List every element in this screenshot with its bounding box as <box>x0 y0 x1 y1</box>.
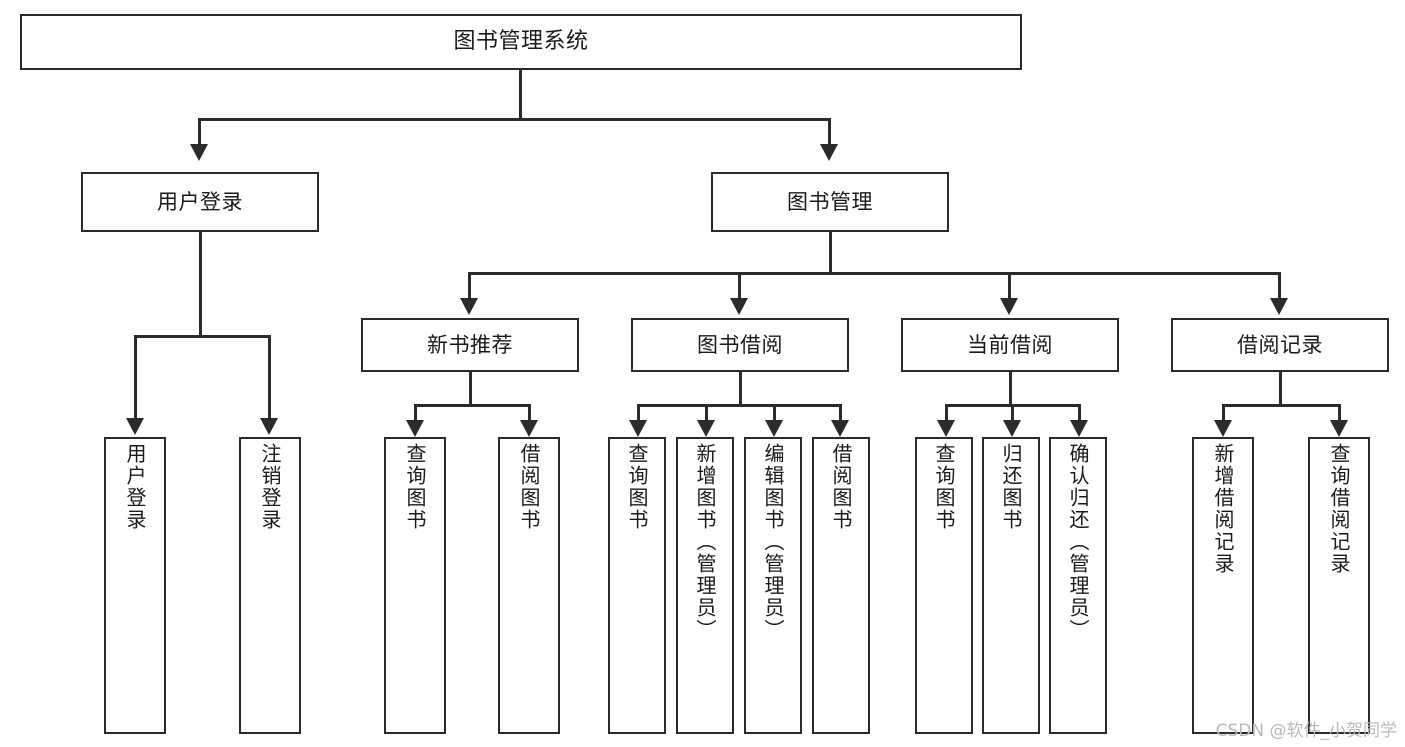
node-book-manage[interactable]: 图书管理 <box>711 172 949 232</box>
arrow-borrow-record-leaf-1 <box>1214 420 1232 437</box>
leaf-label: 新增借阅记录 <box>1211 443 1235 575</box>
connector-current-borrow-child-2 <box>1011 404 1014 422</box>
connector-user-login-bus <box>134 335 271 338</box>
node-label: 当前借阅 <box>967 332 1053 357</box>
node-label: 图书借阅 <box>697 332 783 357</box>
connector-book-borrow-child-4 <box>839 404 842 422</box>
arrow-current-borrow-leaf-1 <box>937 420 955 437</box>
node-current-borrow[interactable]: 当前借阅 <box>901 318 1119 372</box>
arrow-to-borrow-record <box>1270 298 1288 315</box>
connector-book-manage-child-4 <box>1278 272 1281 300</box>
leaf-current-borrow-return[interactable]: 归还图书 <box>982 437 1040 734</box>
connector-book-borrow-child-2 <box>705 404 708 422</box>
leaf-label: 注销登录 <box>258 443 282 531</box>
node-label: 新书推荐 <box>427 332 513 357</box>
arrow-new-book-leaf-2 <box>520 420 538 437</box>
connector-book-manage-bus <box>468 272 1280 275</box>
leaf-label: 借阅图书 <box>517 443 541 531</box>
node-new-book[interactable]: 新书推荐 <box>361 318 579 372</box>
arrow-borrow-record-leaf-2 <box>1330 420 1348 437</box>
connector-root-to-user-login <box>198 118 201 146</box>
connector-user-login-stem <box>199 232 202 337</box>
connector-borrow-record-child-1 <box>1222 404 1225 422</box>
node-label: 用户登录 <box>157 189 243 214</box>
connector-book-manage-child-3 <box>1008 272 1011 300</box>
node-book-borrow[interactable]: 图书借阅 <box>631 318 849 372</box>
connector-borrow-record-stem <box>1279 372 1282 406</box>
arrow-to-user-login <box>190 144 208 161</box>
connector-borrow-record-child-2 <box>1338 404 1341 422</box>
node-label: 图书管理 <box>787 189 873 214</box>
connector-root-stem <box>519 70 522 120</box>
arrow-user-login-leaf-1 <box>126 418 144 435</box>
leaf-current-borrow-confirm[interactable]: 确认归还（管理员） <box>1049 437 1107 734</box>
connector-current-borrow-child-3 <box>1078 404 1081 422</box>
leaf-new-book-borrow[interactable]: 借阅图书 <box>498 437 560 734</box>
connector-new-book-child-1 <box>414 404 417 422</box>
connector-new-book-child-2 <box>528 404 531 422</box>
arrow-to-book-borrow <box>730 298 748 315</box>
connector-book-manage-child-2 <box>738 272 741 300</box>
leaf-label: 确认归还（管理员） <box>1066 443 1090 641</box>
leaf-current-borrow-query[interactable]: 查询图书 <box>915 437 973 734</box>
leaf-label: 编辑图书（管理员） <box>761 443 785 641</box>
arrow-book-borrow-leaf-3 <box>765 420 783 437</box>
leaf-book-borrow-query[interactable]: 查询图书 <box>608 437 666 734</box>
leaf-label: 用户登录 <box>123 443 147 531</box>
leaf-label: 新增图书（管理员） <box>693 443 717 641</box>
arrow-current-borrow-leaf-3 <box>1070 420 1088 437</box>
arrow-to-current-borrow <box>1000 298 1018 315</box>
connector-book-borrow-stem <box>739 372 742 406</box>
leaf-label: 归还图书 <box>999 443 1023 531</box>
leaf-label: 借阅图书 <box>829 443 853 531</box>
connector-book-borrow-bus <box>637 404 842 407</box>
leaf-book-borrow-add[interactable]: 新增图书（管理员） <box>676 437 734 734</box>
connector-root-bus <box>198 118 831 121</box>
connector-new-book-bus <box>414 404 531 407</box>
leaf-book-borrow-edit[interactable]: 编辑图书（管理员） <box>744 437 802 734</box>
arrow-current-borrow-leaf-2 <box>1003 420 1021 437</box>
connector-book-manage-child-1 <box>468 272 471 300</box>
leaf-label: 查询图书 <box>932 443 956 531</box>
node-label: 图书管理系统 <box>453 29 589 55</box>
leaf-user-login-logout[interactable]: 注销登录 <box>239 437 301 734</box>
leaf-new-book-query[interactable]: 查询图书 <box>384 437 446 734</box>
arrow-to-book-manage <box>820 144 838 161</box>
leaf-label: 查询图书 <box>625 443 649 531</box>
leaf-user-login-login[interactable]: 用户登录 <box>104 437 166 734</box>
connector-new-book-stem <box>469 372 472 406</box>
connector-book-manage-stem <box>829 232 832 274</box>
arrow-to-new-book <box>460 298 478 315</box>
arrow-new-book-leaf-1 <box>406 420 424 437</box>
connector-book-borrow-child-1 <box>637 404 640 422</box>
arrow-book-borrow-leaf-4 <box>831 420 849 437</box>
connector-book-borrow-child-3 <box>773 404 776 422</box>
leaf-borrow-record-query[interactable]: 查询借阅记录 <box>1308 437 1370 734</box>
connector-borrow-record-bus <box>1222 404 1341 407</box>
leaf-book-borrow-borrow[interactable]: 借阅图书 <box>812 437 870 734</box>
leaf-label: 查询图书 <box>403 443 427 531</box>
connector-user-login-child-2 <box>268 335 271 420</box>
leaf-borrow-record-add[interactable]: 新增借阅记录 <box>1192 437 1254 734</box>
connector-current-borrow-stem <box>1009 372 1012 406</box>
arrow-book-borrow-leaf-2 <box>697 420 715 437</box>
node-root-system[interactable]: 图书管理系统 <box>20 14 1022 70</box>
connector-root-to-book-manage <box>828 118 831 146</box>
node-borrow-record[interactable]: 借阅记录 <box>1171 318 1389 372</box>
connector-user-login-child-1 <box>134 335 137 420</box>
arrow-user-login-leaf-2 <box>260 418 278 435</box>
node-user-login[interactable]: 用户登录 <box>81 172 319 232</box>
node-label: 借阅记录 <box>1237 332 1323 357</box>
leaf-label: 查询借阅记录 <box>1327 443 1351 575</box>
connector-current-borrow-child-1 <box>945 404 948 422</box>
arrow-book-borrow-leaf-1 <box>629 420 647 437</box>
